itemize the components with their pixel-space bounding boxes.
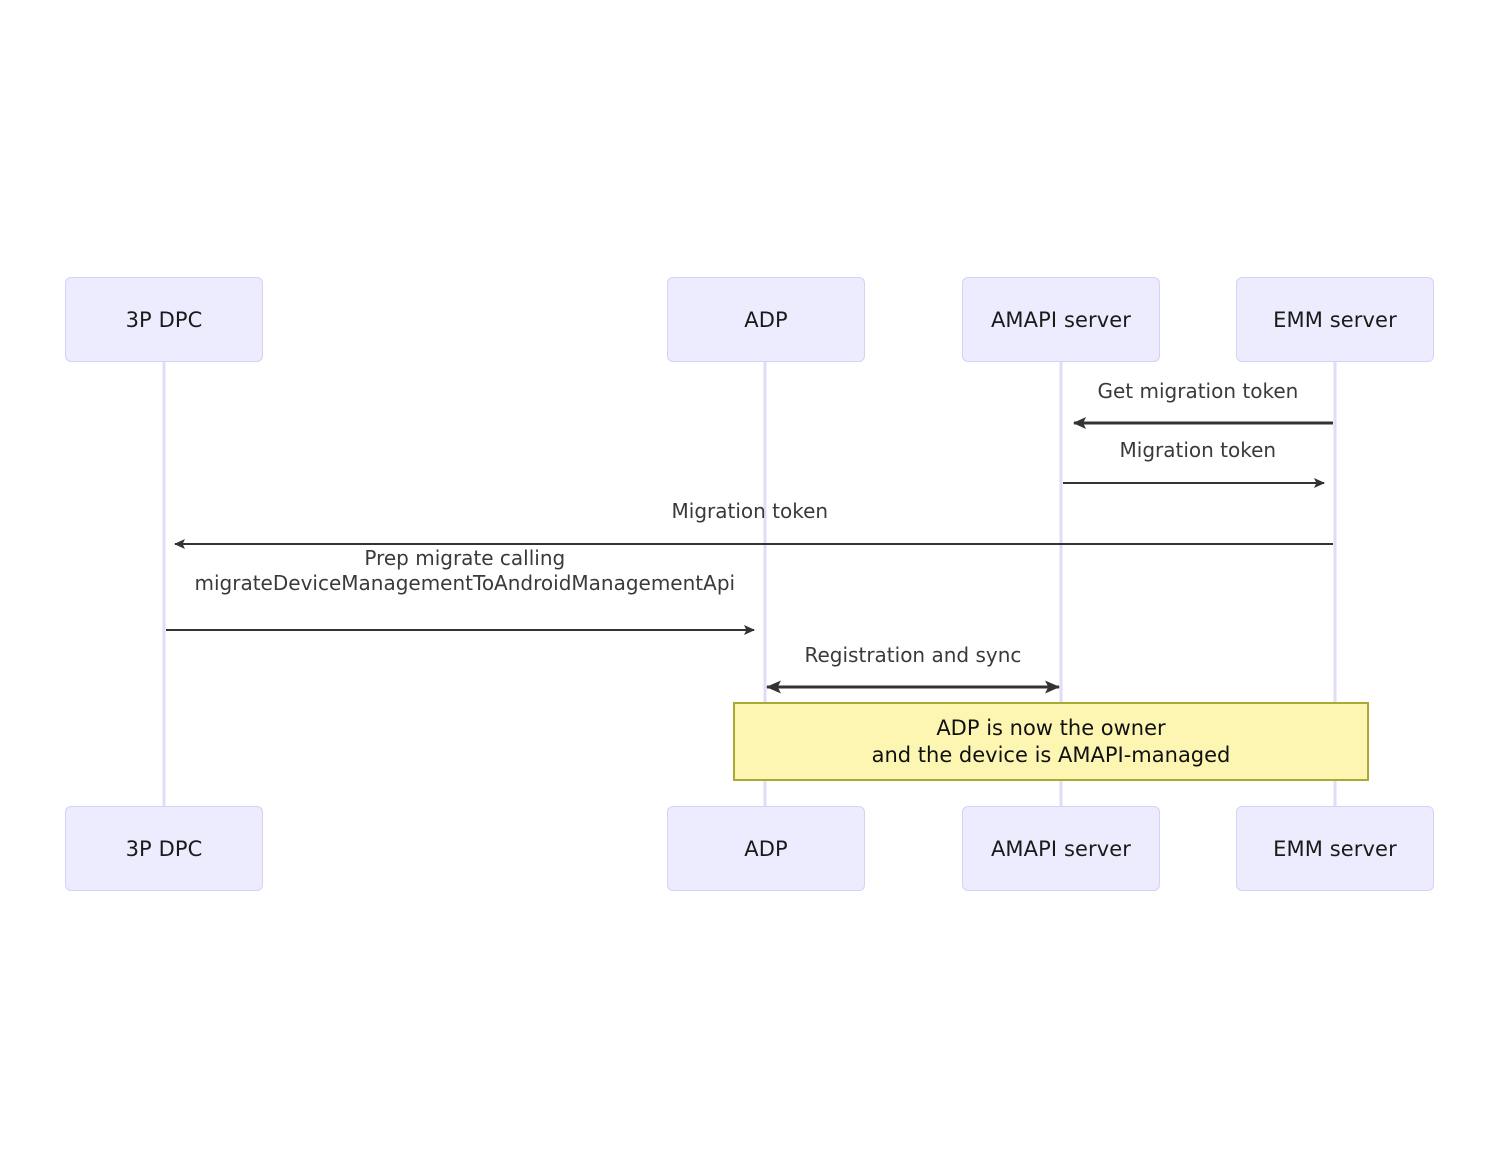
participant-label: ADP bbox=[744, 307, 788, 332]
lifeline-amapi bbox=[1059, 362, 1063, 806]
participant-label: AMAPI server bbox=[990, 836, 1132, 861]
lifeline-dpc bbox=[162, 362, 166, 806]
lifeline-adp bbox=[763, 362, 767, 806]
lifeline-layer bbox=[162, 362, 1337, 806]
participant-label: ADP bbox=[744, 836, 788, 861]
participant-dpc-bottom[interactable]: 3P DPC bbox=[65, 806, 263, 891]
participant-dpc-top[interactable]: 3P DPC bbox=[65, 277, 263, 362]
message-label-m1: Get migration token bbox=[1097, 378, 1299, 403]
participant-label: 3P DPC bbox=[125, 836, 203, 861]
message-label-m4: Prep migrate calling migrateDeviceManage… bbox=[194, 546, 736, 596]
message-label-m2: Migration token bbox=[1119, 437, 1277, 462]
message-label-m3: Migration token bbox=[671, 498, 829, 523]
participant-amapi-bottom[interactable]: AMAPI server bbox=[962, 806, 1160, 891]
note-n1: ADP is now the owner and the device is A… bbox=[733, 702, 1369, 781]
participant-emm-top[interactable]: EMM server bbox=[1236, 277, 1434, 362]
message-arrow-layer bbox=[166, 417, 1333, 694]
participant-label: EMM server bbox=[1273, 307, 1397, 332]
participant-label: EMM server bbox=[1273, 836, 1397, 861]
participant-adp-top[interactable]: ADP bbox=[667, 277, 865, 362]
participant-adp-bottom[interactable]: ADP bbox=[667, 806, 865, 891]
participant-amapi-top[interactable]: AMAPI server bbox=[962, 277, 1160, 362]
participant-emm-bottom[interactable]: EMM server bbox=[1236, 806, 1434, 891]
participant-label: 3P DPC bbox=[125, 307, 203, 332]
message-label-m5: Registration and sync bbox=[804, 642, 1022, 667]
participant-label: AMAPI server bbox=[990, 307, 1132, 332]
lifeline-emm bbox=[1333, 362, 1337, 806]
note-text: ADP is now the owner and the device is A… bbox=[871, 715, 1231, 767]
